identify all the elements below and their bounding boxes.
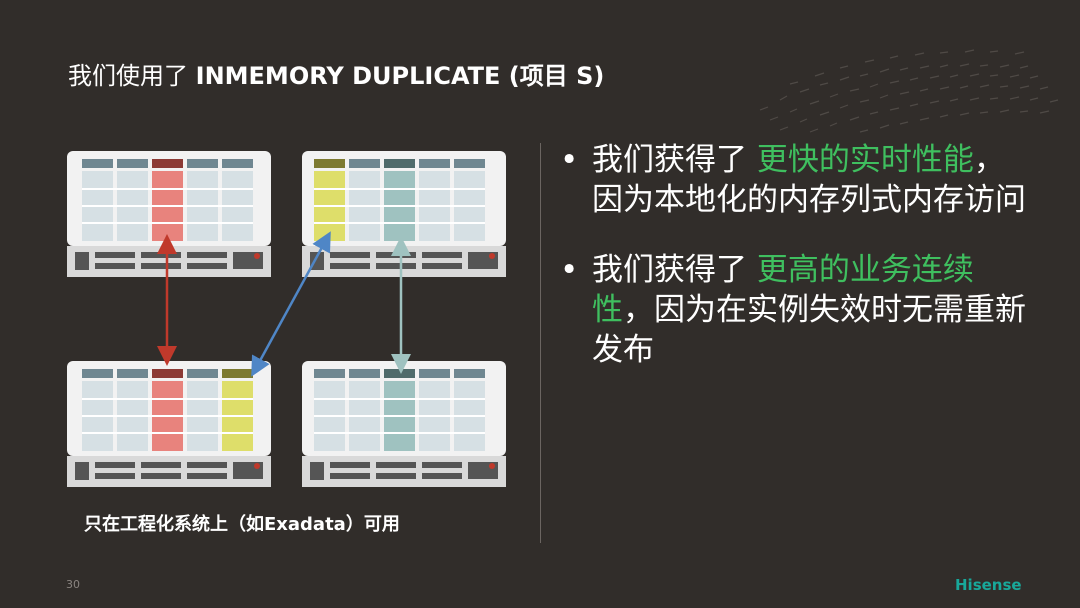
bullet-item: • 我们获得了 更快的实时性能，因为本地化的内存列式内存访问 [560, 140, 1030, 220]
blue-arrow [256, 240, 326, 368]
bullet-prefix: 我们获得了 [592, 142, 757, 178]
page-number: 30 [66, 578, 80, 591]
caption: 只在工程化系统上（如Exadata）可用 [84, 510, 400, 536]
bullet-list: • 我们获得了 更快的实时性能，因为本地化的内存列式内存访问 • 我们获得了 更… [560, 140, 1030, 400]
bullet-prefix: 我们获得了 [592, 252, 757, 288]
bullet-suffix: ，因为在实例失效时无需重新发布 [592, 292, 1026, 368]
bullet-item: • 我们获得了 更高的业务连续性，因为在实例失效时无需重新发布 [560, 250, 1030, 370]
bullet-highlight: 更快的实时性能 [757, 142, 974, 178]
bullet-dot-icon: • [560, 250, 578, 290]
bullet-dot-icon: • [560, 140, 578, 180]
brand-logo: Hisense [955, 576, 1022, 594]
